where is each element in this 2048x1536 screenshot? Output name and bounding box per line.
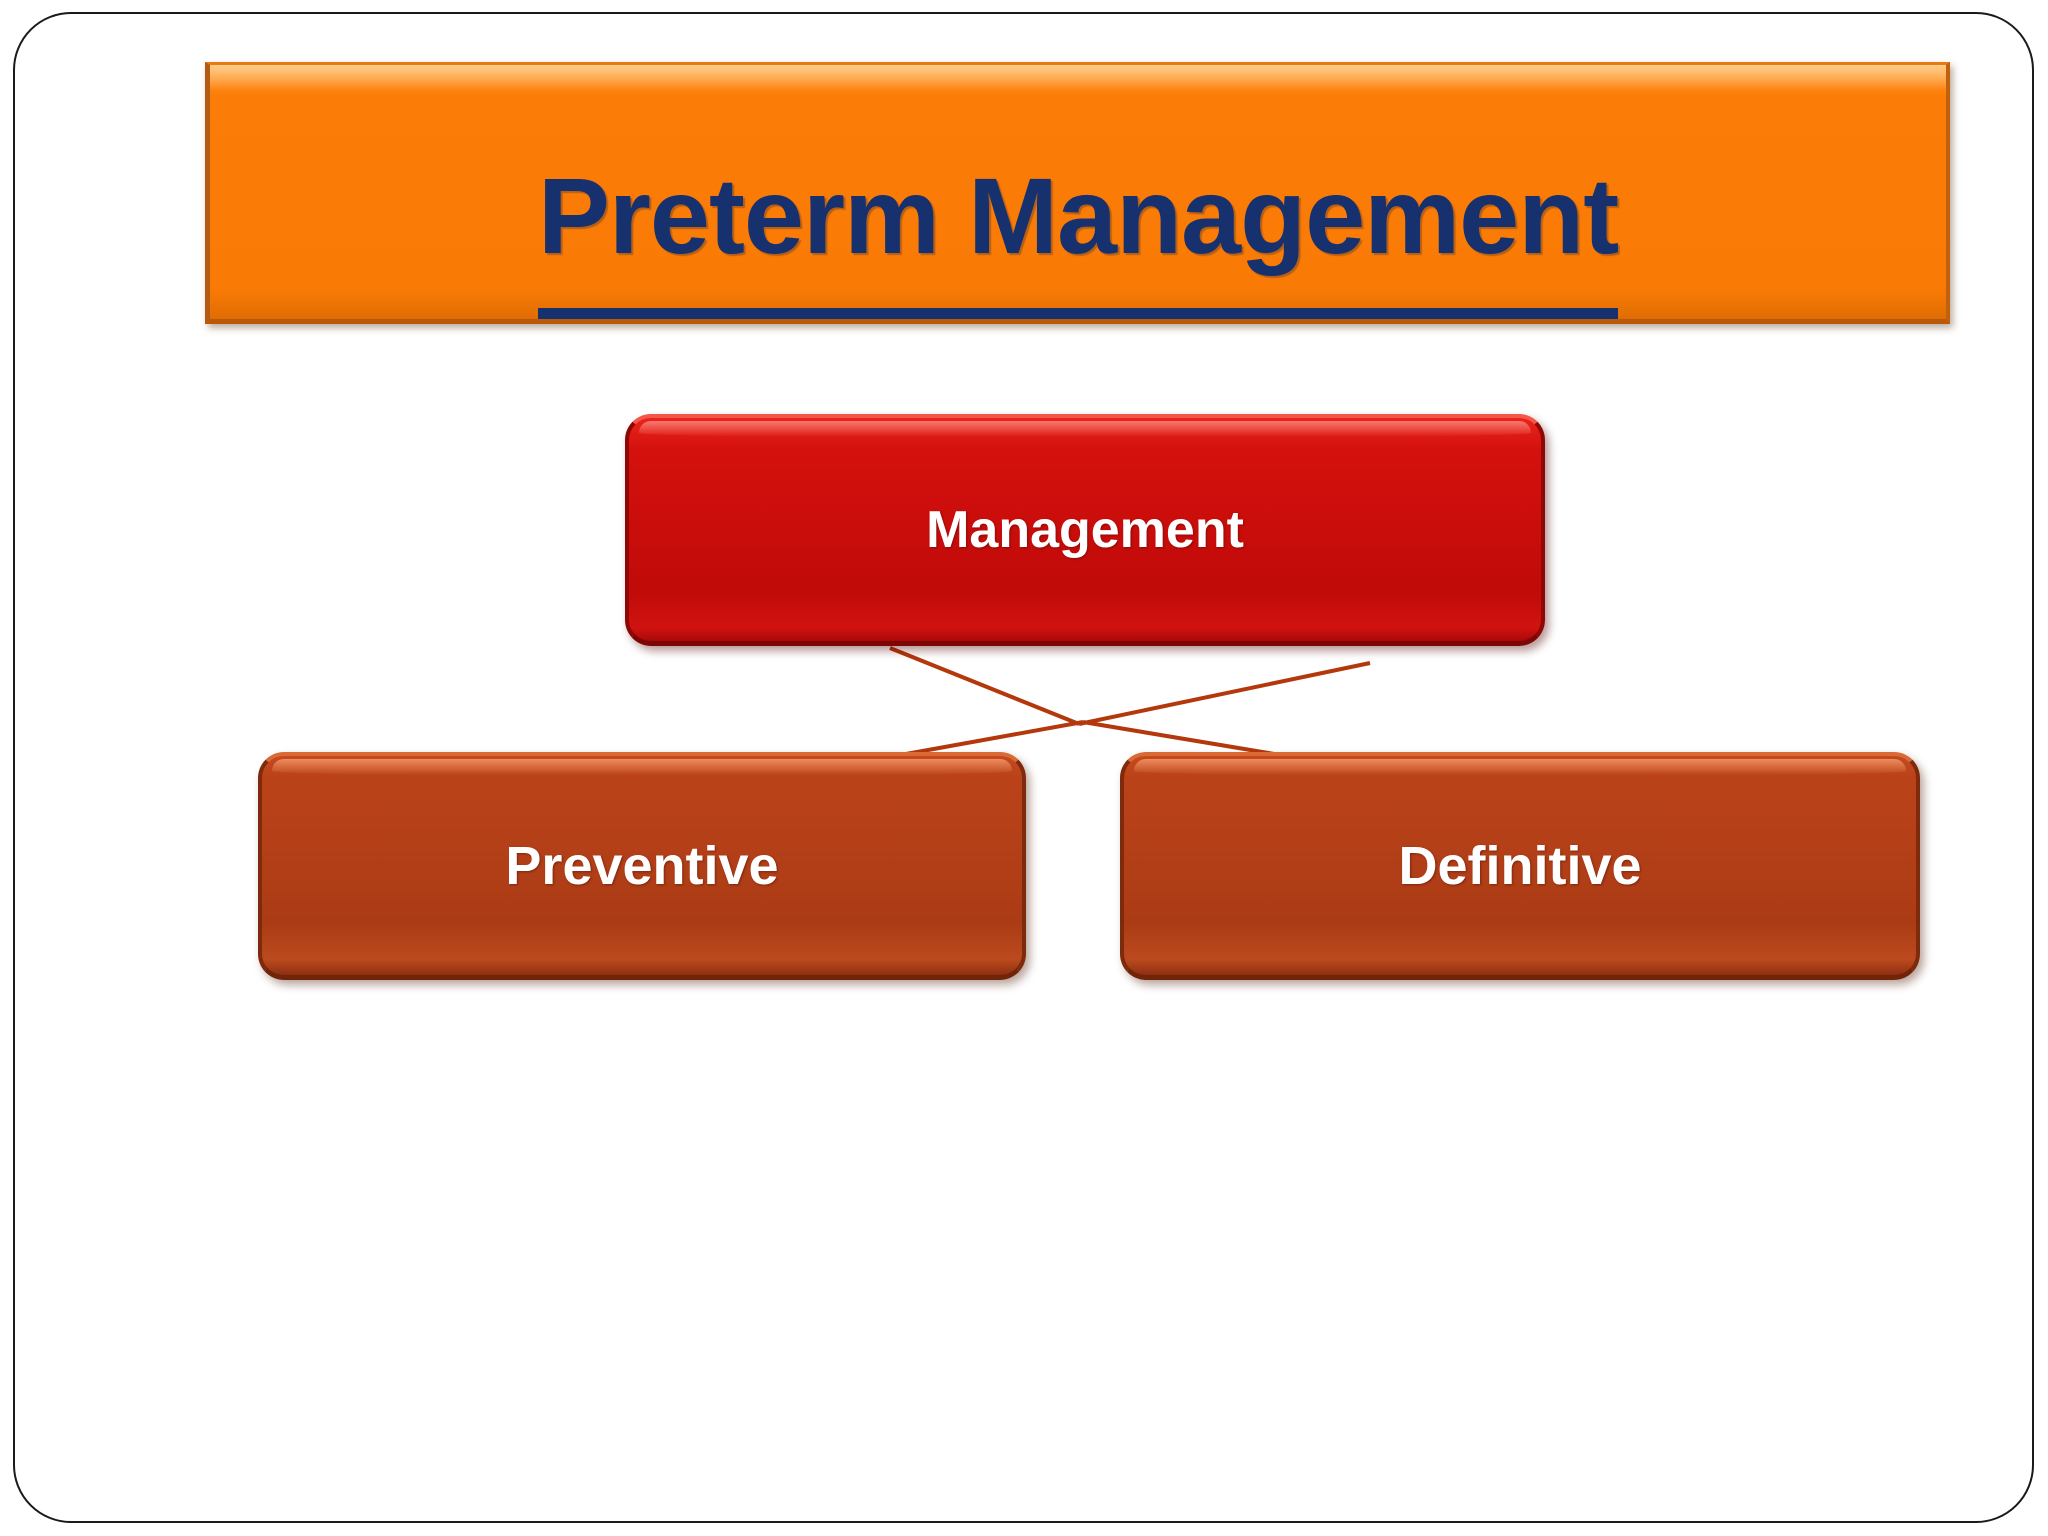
- diagram-node-preventive-label: Preventive: [505, 835, 779, 896]
- page-title: Preterm Management: [537, 162, 1619, 319]
- diagram-node-management-label: Management: [926, 500, 1244, 559]
- diagram-node-preventive[interactable]: Preventive: [258, 752, 1026, 980]
- diagram-node-definitive[interactable]: Definitive: [1120, 752, 1920, 980]
- connector-left-line: [889, 646, 1080, 726]
- title-banner: Preterm Management: [205, 62, 1950, 324]
- diagram-node-management[interactable]: Management: [625, 414, 1545, 646]
- diagram-node-definitive-label: Definitive: [1398, 835, 1642, 896]
- connector-left-line-outer: [1078, 661, 1371, 726]
